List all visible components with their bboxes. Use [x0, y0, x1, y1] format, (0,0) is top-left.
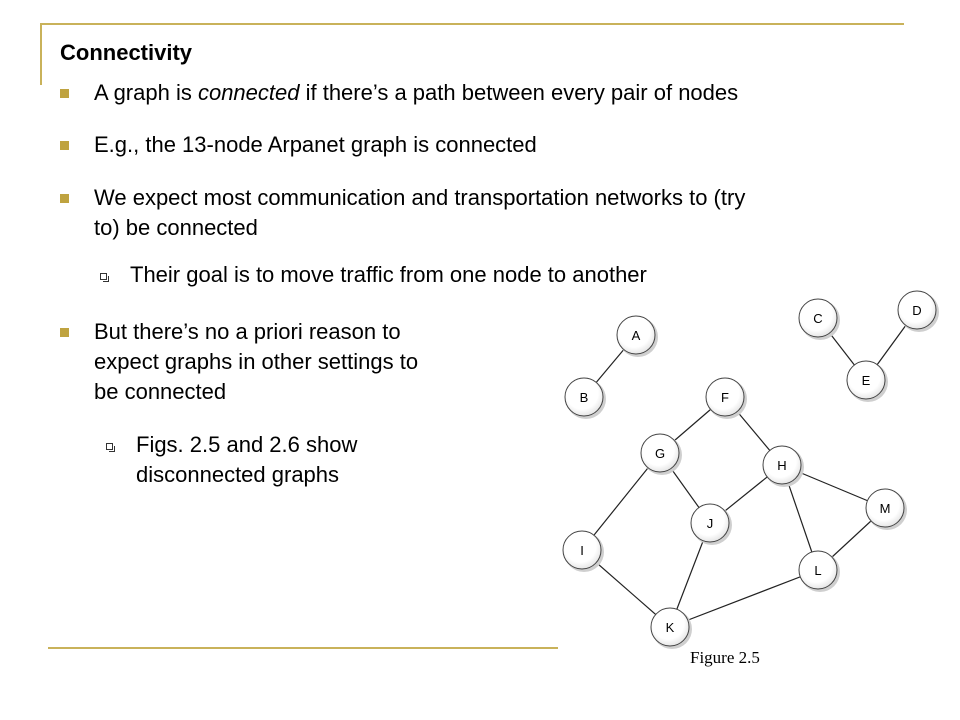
top-rule: [40, 23, 904, 25]
bottom-rule: [48, 647, 558, 649]
node-circle: [562, 530, 602, 570]
node-circle: [564, 377, 604, 417]
bullet-text: A graph is: [94, 80, 198, 105]
subbullet-line: Figs. 2.5 and 2.6 show: [136, 432, 358, 457]
node-circle: [798, 550, 838, 590]
edge-G-I: [581, 452, 661, 551]
subbullet-line: disconnected graphs: [136, 462, 340, 487]
node-circle: [705, 377, 745, 417]
node-label: L: [814, 563, 821, 578]
bullet-line: expect graphs in other settings to: [94, 349, 419, 374]
node-A: A: [616, 315, 658, 357]
node-label: I: [580, 543, 584, 558]
node-F: F: [705, 377, 747, 419]
bullet-no-a-priori: But there’s no a priori reason to expect…: [60, 317, 419, 407]
node-circle: [846, 360, 886, 400]
bullet-networks: We expect most communication and transpo…: [60, 183, 746, 243]
node-E: E: [846, 360, 888, 402]
node-H: H: [762, 445, 804, 487]
node-circle: [650, 607, 690, 647]
disconnected-graph-figure: A B C D E F G H I J K L M Figure 2.5: [562, 290, 939, 667]
node-D: D: [897, 290, 939, 332]
bullet-arpanet: E.g., the 13-node Arpanet graph is conne…: [60, 130, 537, 160]
square-bullet-icon: [60, 141, 69, 150]
node-M: M: [865, 488, 907, 530]
subbullet-figures: Figs. 2.5 and 2.6 show disconnected grap…: [106, 430, 358, 490]
node-label: E: [862, 373, 871, 388]
node-J: J: [690, 503, 732, 545]
graph-nodes: A B C D E F G H I J K L M: [562, 290, 939, 649]
subbullet-text: Their goal is to move traffic from one n…: [130, 262, 647, 287]
node-label: B: [580, 390, 589, 405]
hollow-square-bullet-icon: [106, 443, 115, 452]
node-circle: [865, 488, 905, 528]
node-B: B: [564, 377, 606, 419]
node-label: M: [880, 501, 891, 516]
bullet-text: E.g., the 13-node Arpanet graph is conne…: [94, 132, 537, 157]
node-label: K: [666, 620, 675, 635]
bullet-line: to) be connected: [94, 215, 258, 240]
bullet-line: be connected: [94, 379, 227, 404]
node-label: D: [912, 303, 921, 318]
bullet-emphasis: connected: [197, 80, 300, 105]
bullet-line: We expect most communication and transpo…: [94, 185, 746, 210]
node-circle: [616, 315, 656, 355]
square-bullet-icon: [60, 194, 69, 203]
node-L: L: [798, 550, 840, 592]
node-label: C: [813, 311, 822, 326]
bullet-line: But there’s no a priori reason to: [94, 319, 401, 344]
left-rule: [40, 23, 42, 85]
subbullet-traffic: Their goal is to move traffic from one n…: [100, 260, 647, 290]
node-circle: [897, 290, 937, 330]
square-bullet-icon: [60, 328, 69, 337]
node-circle: [798, 298, 838, 338]
graph-edges: [581, 309, 918, 628]
figure-caption: Figure 2.5: [690, 648, 760, 667]
node-circle: [762, 445, 802, 485]
node-label: J: [707, 516, 714, 531]
node-C: C: [798, 298, 840, 340]
bullet-connected-definition: A graph is connected if there’s a path b…: [60, 78, 739, 108]
hollow-square-bullet-icon: [100, 273, 109, 282]
square-bullet-icon: [60, 89, 69, 98]
node-label: F: [721, 390, 729, 405]
edge-K-L: [669, 569, 819, 628]
node-label: A: [632, 328, 641, 343]
node-label: G: [655, 446, 665, 461]
node-circle: [640, 433, 680, 473]
node-circle: [690, 503, 730, 543]
node-K: K: [650, 607, 692, 649]
node-I: I: [562, 530, 604, 572]
node-label: H: [777, 458, 786, 473]
node-G: G: [640, 433, 682, 475]
bullet-text: if there’s a path between every pair of …: [299, 80, 739, 105]
slide-title: Connectivity: [60, 40, 193, 65]
